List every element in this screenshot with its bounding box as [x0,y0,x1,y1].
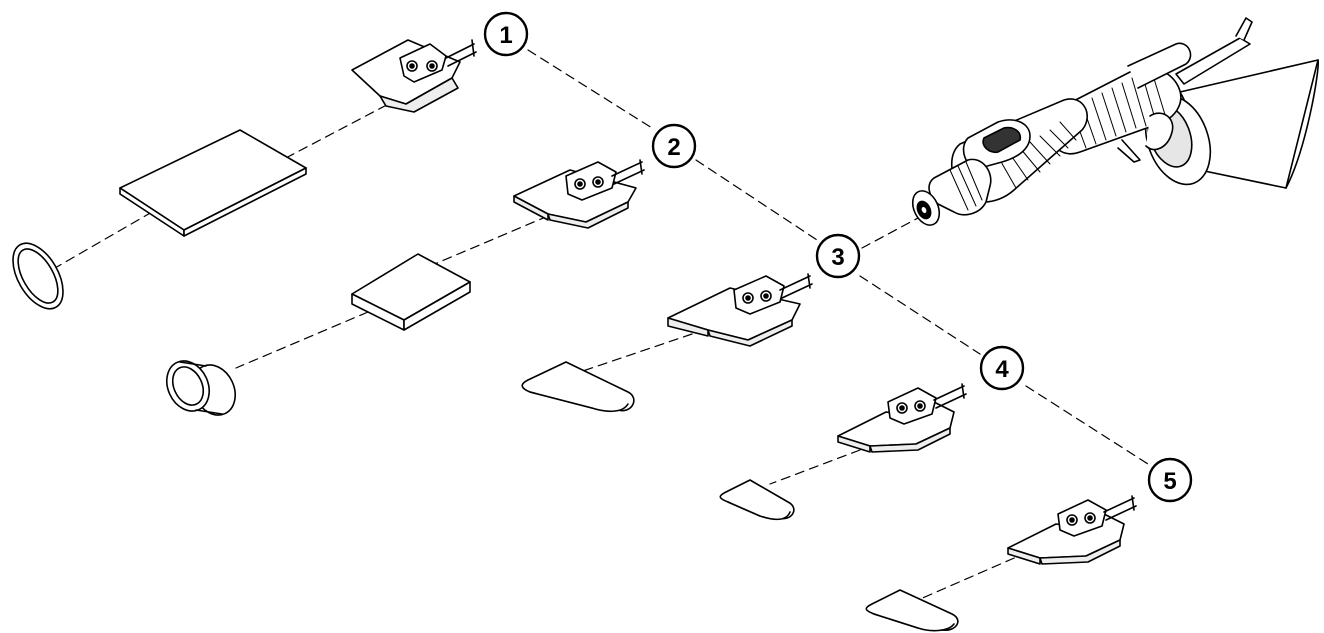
callout-1: 1 [483,11,529,57]
callout-4: 4 [979,345,1025,391]
leader-1-to-3 [527,49,653,129]
leader-tip3-to-pad [579,333,693,373]
leader-3-to-4 [859,275,981,355]
o-ring [12,242,64,310]
leader-3-to-handpiece [861,217,919,249]
tip-1-wide-flat [351,39,477,113]
callout-3-label: 3 [831,244,844,271]
large-plate-pad [119,129,307,237]
leader-tip4-to-pad [769,449,861,485]
tip-4-narrow [837,383,967,453]
rounded-pad-3 [521,361,635,413]
leader-tip5-to-pad [917,551,1029,601]
callout-5-label: 5 [1163,468,1176,495]
callout-3: 3 [815,233,861,279]
leader-tip2-to-pad [429,215,549,267]
tip-3-flat [667,273,813,347]
callout-2-label: 2 [667,134,680,161]
leader-plate-to-ring [54,211,153,269]
rounded-pad-5 [865,589,959,632]
callout-1-label: 1 [499,22,512,49]
tip-5-narrow [1007,495,1137,565]
leader-pad-to-sleeve [235,311,369,369]
leader-4-to-5 [1025,385,1149,465]
round-sleeve [166,360,236,416]
leader-lines [54,49,1149,601]
rounded-pad-4 [719,479,795,521]
front-collar [928,158,992,216]
callout-4-label: 4 [995,356,1009,383]
callout-5: 5 [1147,457,1193,503]
tip-2-medium-flat [513,159,645,229]
leader-tip1-to-plate [281,97,401,161]
cable [1175,37,1251,85]
medium-block-pad [351,253,471,331]
handpiece-tool [911,17,1319,226]
callout-2: 2 [651,123,697,169]
leader-2-to-3 [695,159,818,241]
